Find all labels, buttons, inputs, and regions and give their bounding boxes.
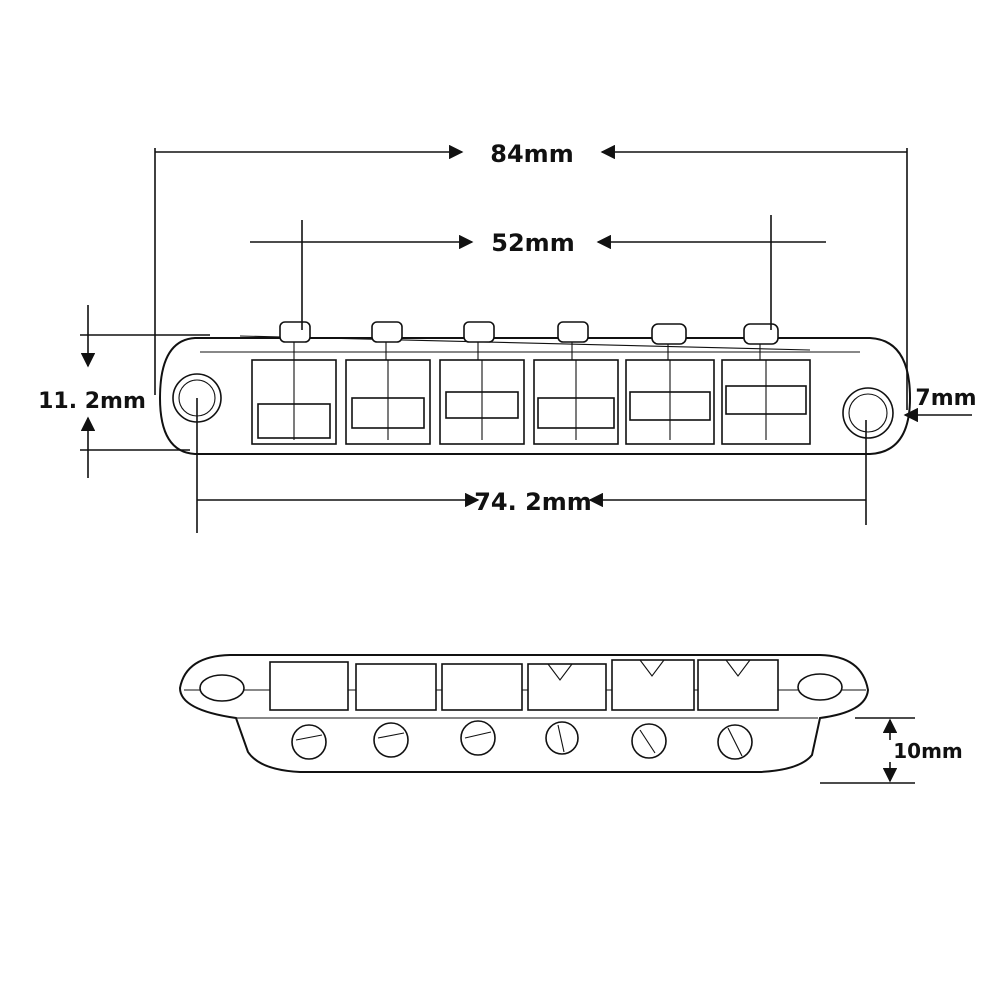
top-view (158, 321, 912, 455)
dim-52mm: 52mm (250, 215, 826, 330)
screw-head-icon (545, 721, 579, 755)
dim-74-2mm-label: 74. 2mm (474, 488, 592, 516)
dim-7mm-label: 7mm (915, 386, 976, 411)
screw-head-icon (291, 724, 327, 760)
screw-head-icon (460, 720, 496, 756)
intonation-screws (279, 321, 779, 360)
dim-10mm-label: 10mm (893, 739, 963, 763)
saddle-2 (345, 359, 431, 445)
side-view (178, 654, 870, 773)
screw-head-icon (717, 724, 753, 760)
mount-hole-right-inner (848, 393, 888, 433)
screw-head-icon (631, 723, 667, 759)
dim-52mm-label: 52mm (491, 229, 574, 257)
screw-head-icon (373, 722, 409, 758)
saddle-5 (625, 359, 715, 445)
side-screws (291, 720, 753, 760)
dim-84mm: 84mm (154, 140, 908, 410)
side-hole-right (797, 673, 843, 701)
dim-11-2mm: 11. 2mm (38, 305, 210, 478)
saddle-1 (251, 359, 337, 445)
saddle-6 (721, 359, 811, 445)
dim-74-2mm: 74. 2mm (196, 398, 867, 533)
dim-84mm-label: 84mm (490, 140, 573, 168)
side-saddles (269, 659, 779, 711)
saddle-3 (439, 359, 525, 445)
dim-10mm: 10mm (820, 717, 963, 784)
string-line (239, 335, 811, 351)
mount-hole-right (842, 387, 894, 439)
dim-7mm: 7mm (903, 386, 977, 423)
side-hole-left (199, 674, 245, 702)
saddle-4 (533, 359, 619, 445)
bridge-body-side (178, 654, 870, 773)
dim-11-2mm-label: 11. 2mm (38, 389, 146, 414)
